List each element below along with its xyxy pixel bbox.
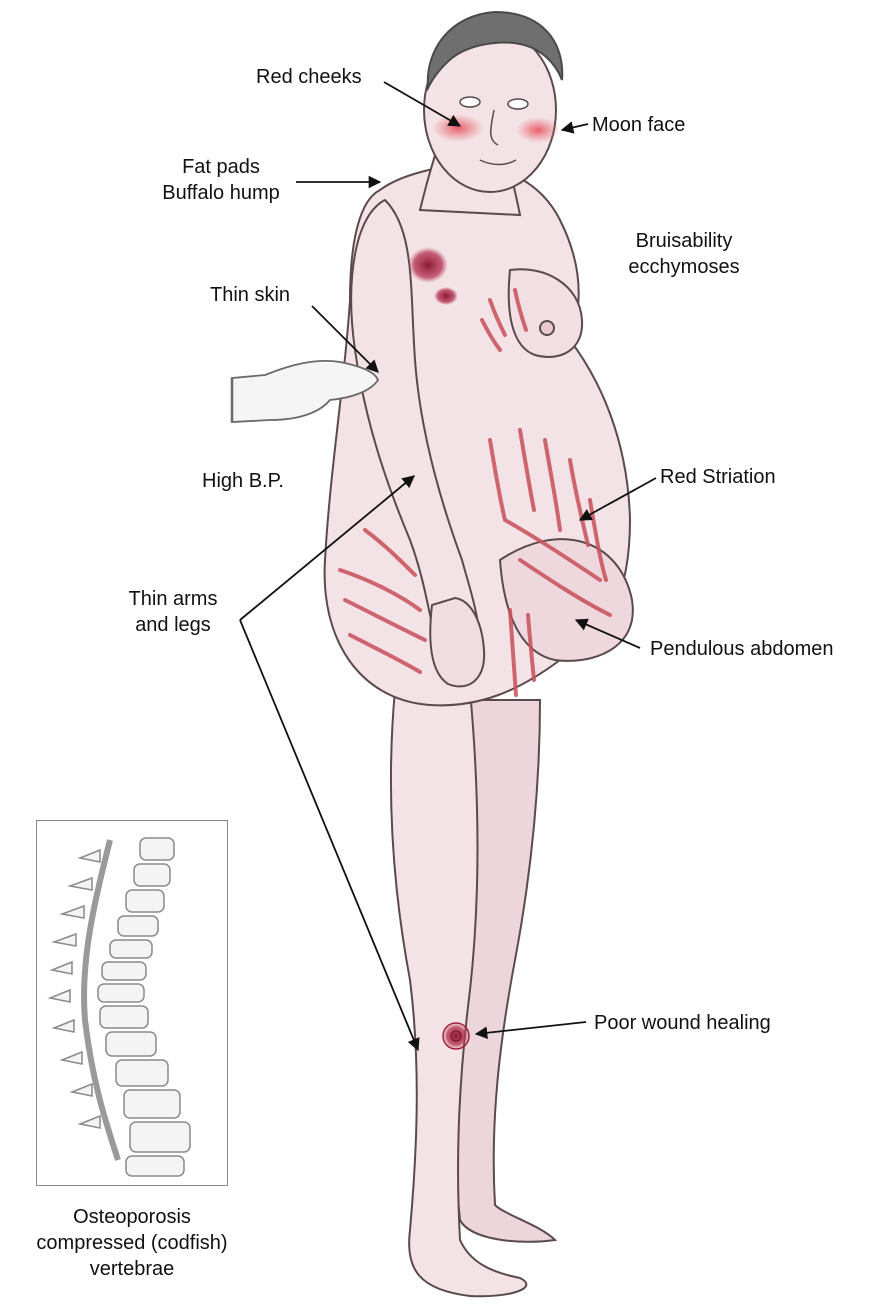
- label-pendulous-abdomen: Pendulous abdomen: [650, 636, 833, 662]
- inset-caption-line3: vertebrae: [0, 1256, 264, 1282]
- inset-caption-line2: compressed (codfish): [0, 1230, 264, 1256]
- label-ecchymoses: ecchymoses: [604, 254, 764, 280]
- label-and-legs: and legs: [108, 612, 238, 638]
- label-thin-arms: Thin arms: [108, 586, 238, 612]
- label-thin-skin: Thin skin: [210, 282, 290, 308]
- label-poor-wound-healing: Poor wound healing: [594, 1010, 771, 1036]
- label-moon-face: Moon face: [592, 112, 685, 138]
- label-high-bp: High B.P.: [202, 468, 284, 494]
- label-buffalo-hump: Buffalo hump: [146, 180, 296, 206]
- label-bruisability: Bruisability: [604, 228, 764, 254]
- label-red-striation: Red Striation: [660, 464, 776, 490]
- label-fat-pads: Fat pads: [146, 154, 296, 180]
- inset-caption-line1: Osteoporosis: [0, 1204, 264, 1230]
- label-red-cheeks: Red cheeks: [256, 64, 362, 90]
